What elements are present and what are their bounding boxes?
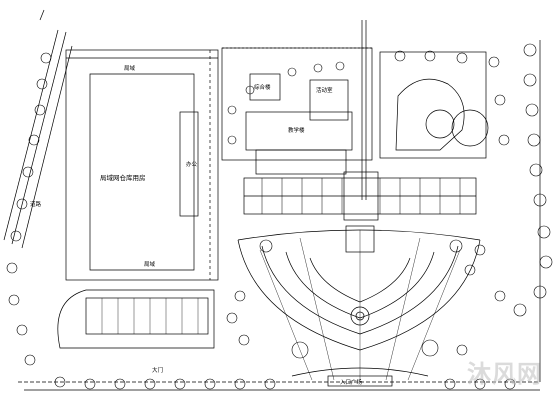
watermark: 沐风网 [467, 360, 542, 388]
label-west-block-top: 局域 [124, 64, 136, 72]
southwest-parking [57, 289, 215, 349]
site-boundary [18, 40, 541, 391]
label-west-block: 局域网仓库用房 [100, 173, 146, 182]
trees [6, 43, 553, 390]
northeast-garden [379, 51, 489, 159]
north-complex [221, 20, 373, 200]
main-building [243, 171, 477, 221]
label-north-main: 教学楼 [288, 126, 305, 134]
label-left-road: 道路 [30, 200, 42, 208]
west-building-block [65, 49, 219, 281]
west-road [3, 9, 73, 249]
central-plaza [237, 225, 481, 387]
label-bottom-entry: 入口广场 [340, 378, 363, 386]
label-north-small-2: 活动室 [316, 86, 333, 94]
label-north-small-1: 综合楼 [254, 83, 271, 91]
label-west-block-side: 办公 [186, 160, 198, 168]
label-west-block-bottom: 局域 [144, 260, 156, 268]
label-gate-sign: 大门 [152, 366, 163, 374]
